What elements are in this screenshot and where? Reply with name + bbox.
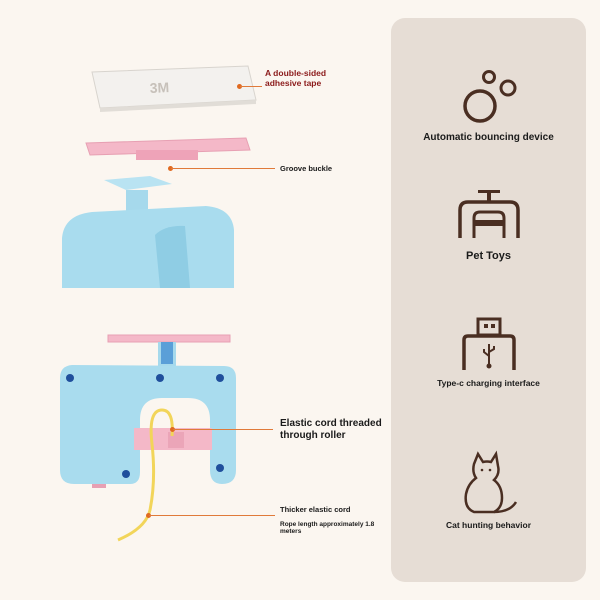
adhesive-tape: 3M (91, 65, 257, 112)
product-illustration: 3M (60, 65, 382, 542)
rope-length-label: Rope length approximately 1.8 meters (280, 521, 375, 535)
feature-pet-toys: Pet Toys (391, 188, 586, 262)
tape-callout-dot (237, 84, 242, 89)
tape-callout-line (240, 86, 262, 87)
elastic-cord (117, 408, 174, 542)
pink-plate-bottom (107, 334, 231, 368)
tape-callout-label: A double-sided adhesive tape (265, 68, 327, 88)
feature-cat-hunting: Cat hunting behavior (391, 450, 586, 530)
thicker-callout-line (149, 515, 275, 516)
groove-callout-label: Groove buckle (280, 164, 333, 173)
feature-bouncing: Automatic bouncing device (391, 68, 586, 143)
usb-c-icon (461, 317, 516, 370)
toy-stand-icon (457, 190, 520, 238)
bubbles-icon (462, 70, 516, 123)
feature-bouncing-label: Automatic bouncing device (423, 132, 554, 143)
thicker-callout-dot (146, 513, 151, 518)
elastic-callout-line (173, 429, 273, 430)
elastic-callout-dot (170, 427, 175, 432)
features-panel: Automatic bouncing device Pet Toys Type-… (391, 18, 586, 582)
cat-icon (463, 450, 517, 514)
blue-stand-upper (62, 176, 234, 288)
exploded-view-drawing: 3M (60, 65, 257, 542)
thicker-callout-label: Thicker elastic cord (280, 505, 351, 514)
feature-type-c: Type-c charging interface (391, 316, 586, 388)
pink-plate-top (85, 137, 251, 160)
blue-body-lower (60, 365, 236, 488)
groove-callout-line (171, 168, 275, 169)
feature-type-c-label: Type-c charging interface (437, 378, 540, 388)
tape-print-text: 3M (149, 79, 169, 96)
groove-callout-dot (168, 166, 173, 171)
elastic-callout-label: Elastic cord threaded through roller (280, 418, 382, 441)
feature-cat-hunting-label: Cat hunting behavior (446, 520, 531, 530)
feature-pet-toys-label: Pet Toys (465, 250, 512, 262)
